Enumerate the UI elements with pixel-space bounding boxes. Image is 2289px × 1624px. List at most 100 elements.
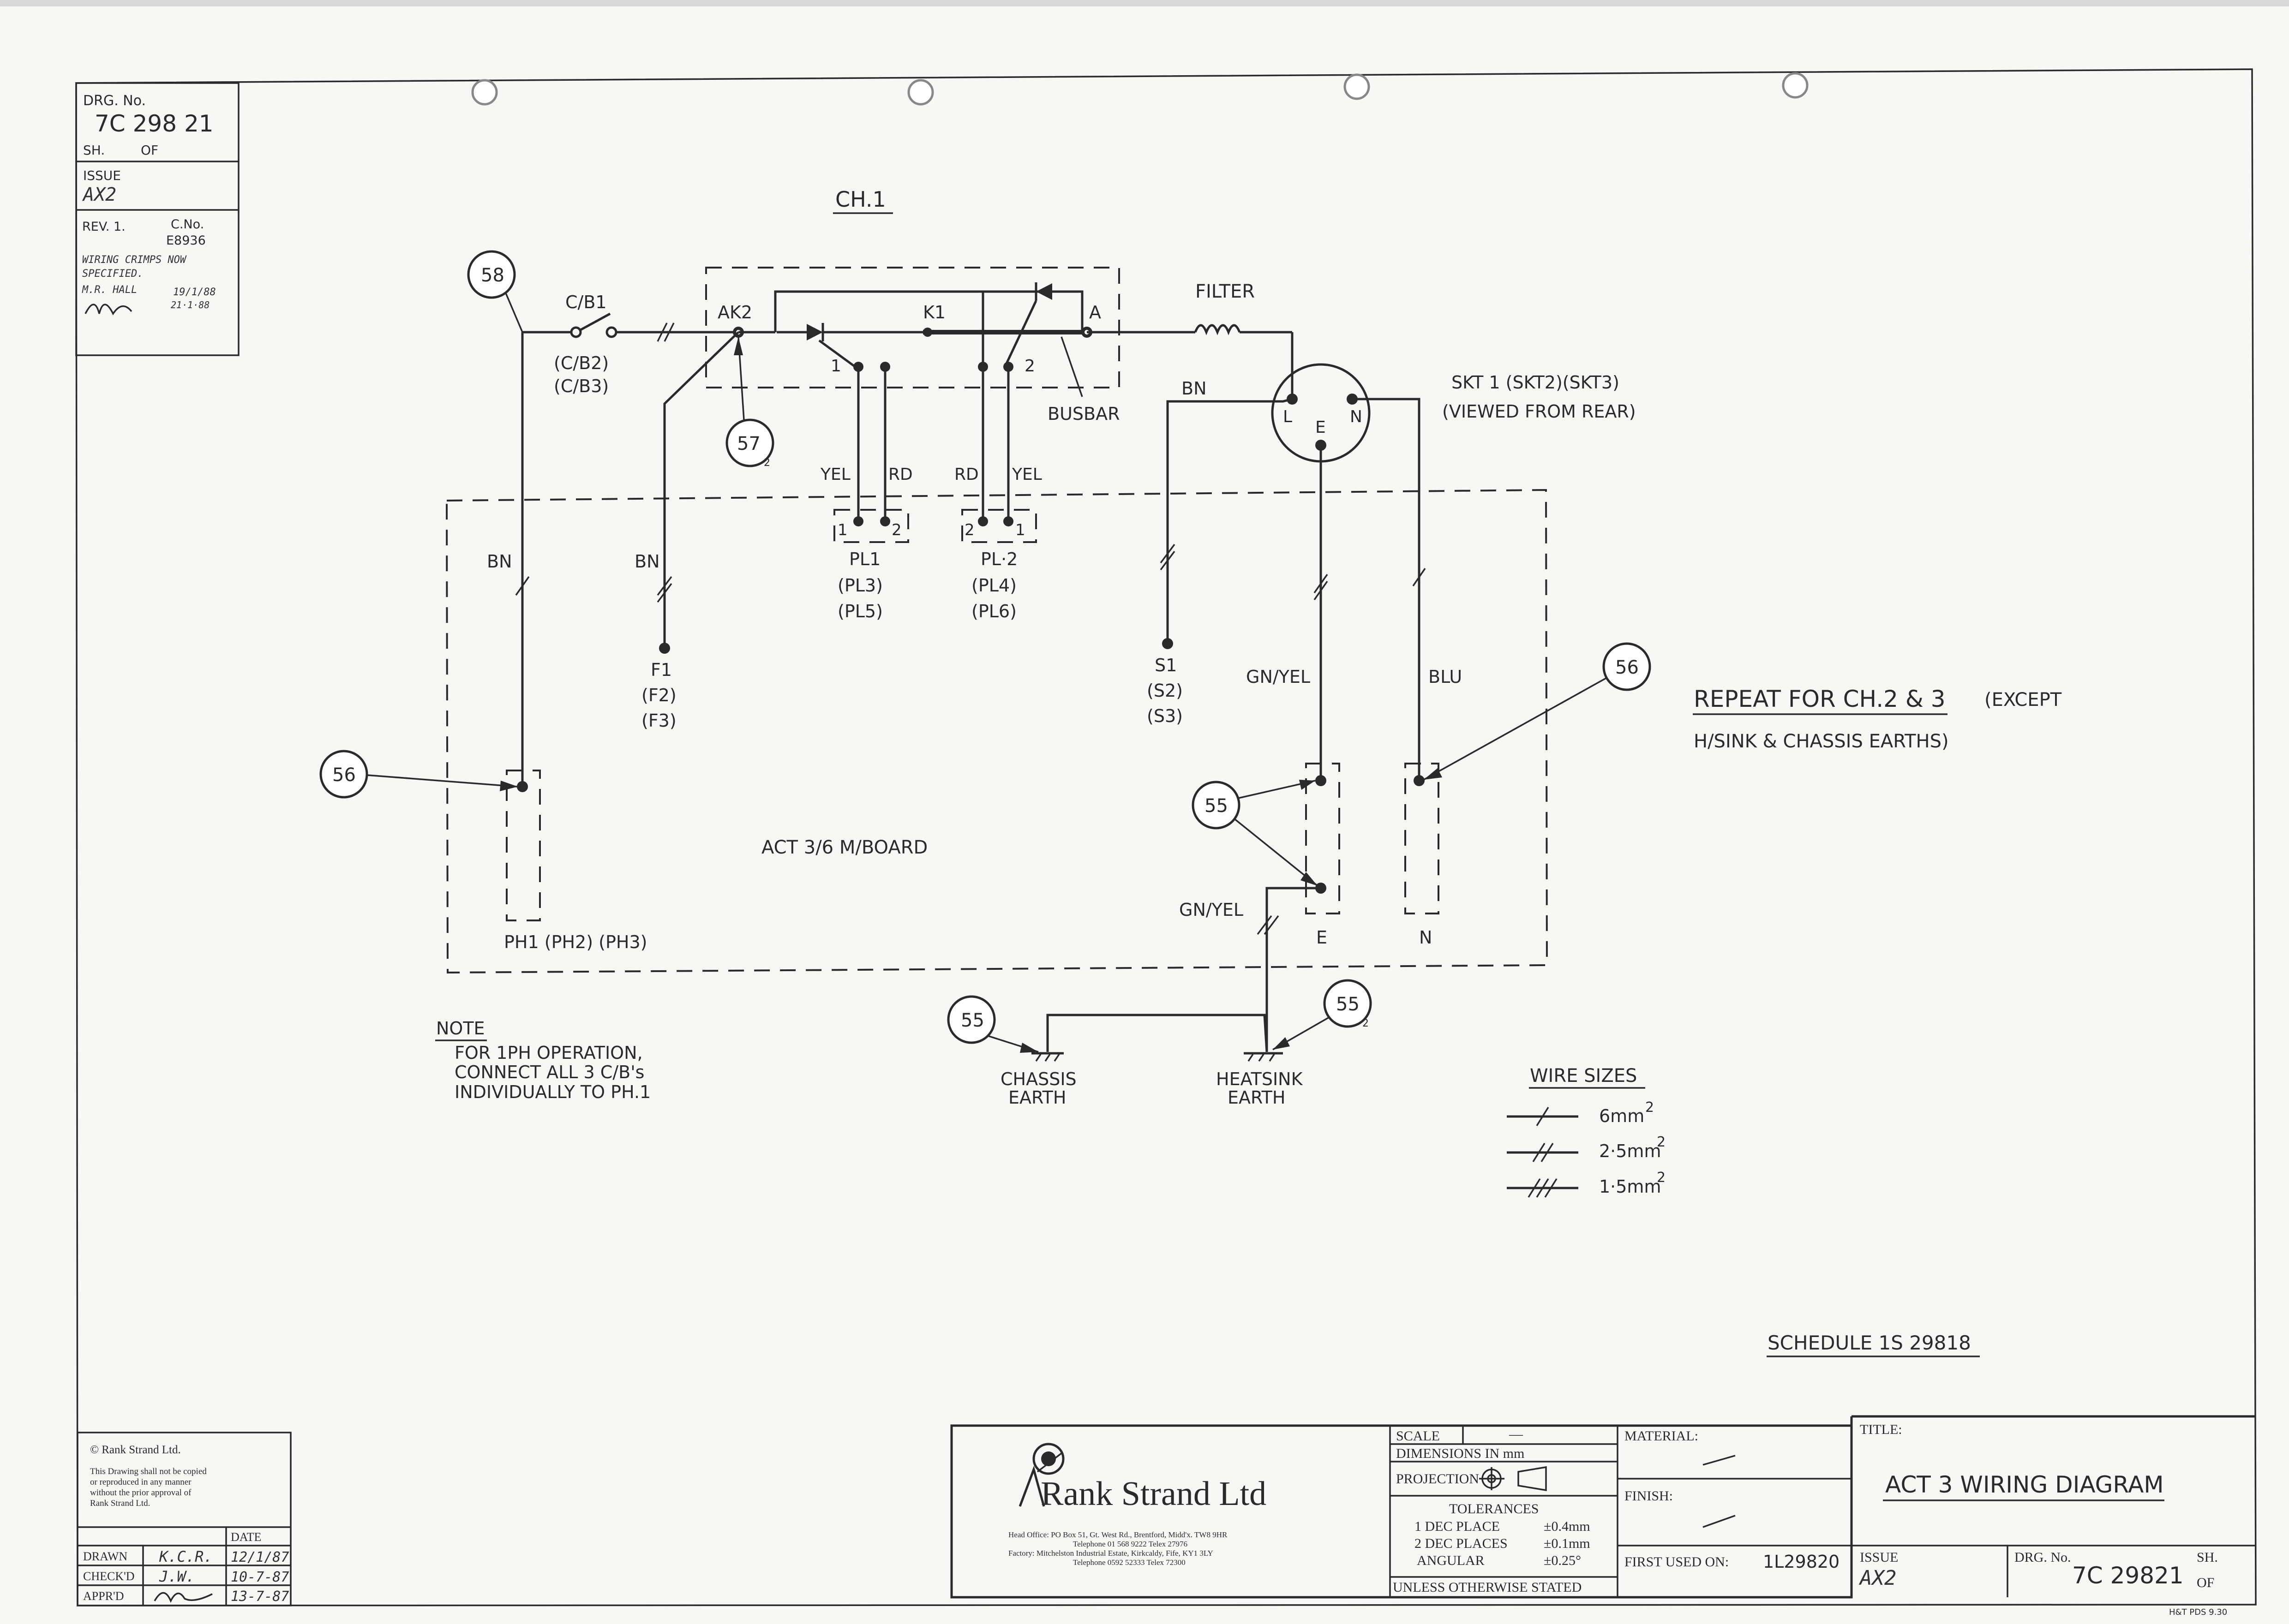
bn-f1-label: BN [635,551,660,572]
wire-15mm-sup: 2 [1657,1170,1666,1186]
svg-text:58: 58 [481,265,504,286]
pl1-pin2: 2 [892,521,902,539]
k1-label: K1 [923,302,946,322]
dimensions-label: DIMENSIONS IN mm [1396,1446,1524,1461]
cb3-label: (C/B3) [554,376,609,396]
checked-label: CHECK'D [83,1570,135,1583]
cno-label: C.No. [171,217,204,232]
channel-title: CH.1 [835,187,886,212]
s2-label: (S2) [1147,681,1183,701]
cb1-switch [579,312,611,332]
first-used-value: 1L29820 [1763,1552,1840,1572]
skt-l-label: L [1283,407,1292,426]
skt-n-label: N [1350,407,1362,426]
note-line-1: FOR 1PH OPERATION, [455,1043,643,1063]
sheet-label-bottom: SH. [2197,1550,2218,1565]
issue-value-bottom: AX2 [1858,1566,1896,1590]
bn-left-label: BN [487,551,512,572]
yel-left-label: YEL [820,465,851,484]
f3-label: (F3) [641,710,677,731]
tol-3-label: ANGULAR [1417,1553,1485,1568]
pl6-label: (PL6) [971,601,1017,621]
wiring-diagram: CH.1 C/B1 (C/B2) (C/B3) BN AK2 BN F1 (F2… [319,187,2062,1357]
rev-name: M.R. HALL [82,284,137,296]
company-address-2: Telephone 01 568 9222 Telex 27976 [1073,1540,1187,1548]
f1-label: F1 [651,660,672,680]
wire-6mm-sup: 2 [1645,1099,1654,1116]
drg-no-value: 7C 298 21 [95,110,214,137]
approved-date: 13-7-87 [231,1588,289,1605]
bn-s1-label: BN [1181,378,1207,399]
sheet-label: SH. [83,143,105,158]
thyristor-2 [1036,283,1052,300]
of-label: OF [141,143,158,158]
rev-note-1: WIRING CRIMPS NOW [82,254,187,266]
balloon-55-heatsink: 55 2 [1272,979,1372,1051]
rev-date-2: 21·1·88 [171,299,210,310]
f1-terminal [659,643,670,654]
company-logo [1019,1443,1065,1507]
pl4-label: (PL4) [971,575,1017,596]
checked-signature: J.W. [159,1568,195,1585]
company-address-3: Factory: Mitchelston Industrial Estate, … [1008,1549,1213,1558]
first-used-label: FIRST USED ON: [1624,1554,1729,1570]
f2-label: (F2) [641,685,677,705]
issue-label: ISSUE [83,168,121,183]
title-block: Rank Strand Ltd Head Office: PO Box 51, … [950,1415,2256,1617]
blu-label: BLU [1428,667,1462,687]
a-label: A [1089,302,1101,322]
approved-label: APPR'D [83,1589,124,1603]
s3-label: (S3) [1147,706,1183,726]
skt-label-2: (VIEWED FROM REAR) [1442,401,1636,422]
approved-signature [154,1592,213,1603]
company-name: Rank Strand Ltd [1041,1475,1266,1513]
projection-label: PROJECTION [1396,1471,1479,1487]
svg-text:55: 55 [1336,994,1360,1015]
gnyel-lower-label: GN/YEL [1179,900,1243,920]
punch-holes [471,72,1809,106]
material-label: MATERIAL: [1624,1428,1698,1444]
wire-6mm-label: 6mm [1599,1106,1644,1126]
balloon-57: 57 2 [725,336,774,469]
balloon-56-right: 56 [1423,642,1651,781]
pl1-connector [833,509,909,543]
board-label: ACT 3/6 M/BOARD [761,837,928,858]
tolerances-label: TOLERANCES [1449,1501,1539,1517]
pl1-pin1: 1 [838,521,848,539]
ph-label: PH1 (PH2) (PH3) [504,932,647,952]
tol-2-value: ±0.1mm [1544,1536,1590,1551]
repeat-line-2: H/SINK & CHASSIS EARTHS) [1694,731,1949,752]
cb1-label: C/B1 [565,292,607,312]
note-title: NOTE [436,1018,485,1039]
pl2-label: PL·2 [981,549,1018,569]
cno-value: E8936 [166,233,206,248]
drawn-label: DRAWN [83,1550,127,1563]
drawing-title: ACT 3 WIRING DIAGRAM [1885,1471,2163,1498]
drawn-signature: K.C.R. [159,1548,213,1565]
date-label: DATE [231,1530,261,1544]
rev-label: REV. 1. [82,220,126,234]
checked-date: 10-7-87 [231,1569,289,1585]
heatsink-label-2: EARTH [1228,1087,1285,1108]
pl2-pin1: 1 [1015,521,1025,539]
pl5-label: (PL5) [838,601,883,621]
pl2-pin2: 2 [965,521,975,539]
balloon-58: 58 [467,250,523,333]
tol-3-value: ±0.25° [1544,1553,1581,1568]
cb1-contact [570,326,582,338]
wire-sizes-title: WIRE SIZES [1530,1065,1637,1087]
svg-text:57: 57 [737,433,761,454]
scale-label: SCALE [1396,1428,1440,1444]
pl2-top-pin2: 2 [1025,357,1035,376]
finish-label: FINISH: [1624,1488,1673,1504]
skt-e-label: E [1315,418,1326,437]
copyright-line-3: without the prior approval of [90,1488,192,1498]
rev-note-2: SPECIFIED. [82,268,143,280]
busbar-label: BUSBAR [1048,404,1120,424]
gnyel-upper-label: GN/YEL [1246,667,1310,687]
pl1-top-pin1: 1 [831,357,841,376]
wire-25mm-sup: 2 [1657,1134,1666,1150]
company-address-4: Telephone 0592 52333 Telex 72300 [1073,1558,1186,1567]
wire-15mm-label: 1·5mm [1599,1176,1661,1197]
